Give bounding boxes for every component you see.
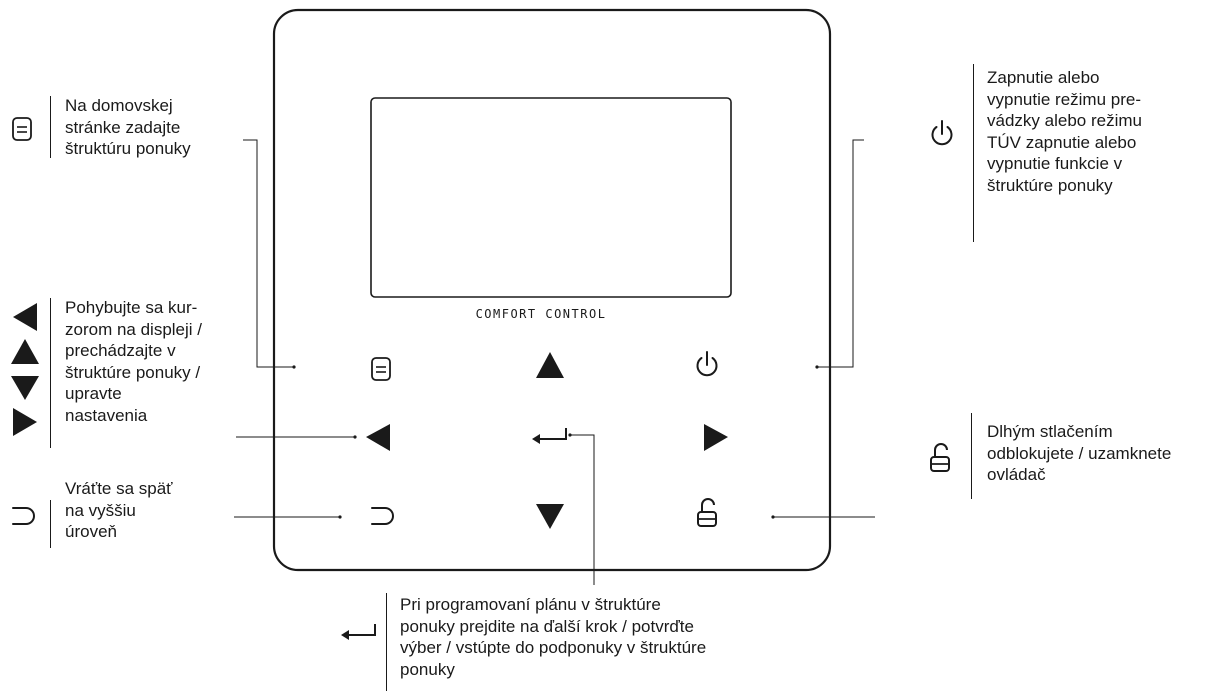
down-button[interactable] [536,504,564,529]
enter-callout: Pri programovaní plánu v štruktúre ponuk… [400,594,820,680]
callout-line: úroveň [65,522,117,541]
callout-line: Na domovskej [65,96,173,115]
callout-line: vádzky alebo režimu [987,111,1142,130]
callout-line: prechádzajte v [65,341,176,360]
unlock-icon [697,498,717,527]
left-arrow-icon [366,424,390,451]
power-callout-bar [973,64,974,242]
arrows-callout-bar [50,298,51,448]
unlock-icon [930,443,950,472]
callout-line: ponuky prejdite na ďalší krok / potvrďte [400,616,694,636]
enter-icon [341,624,376,640]
controller-body [272,8,832,572]
callout-line: na vyššiu [65,500,136,520]
left-button[interactable] [366,424,390,451]
lcd-display [370,97,732,298]
back-button[interactable] [371,507,394,525]
down-arrow-icon [11,376,39,400]
enter-callout-bar [386,593,387,691]
menu-icon [12,117,32,141]
callout-line: zorom na displeji / [65,319,203,339]
back-icon [12,507,35,525]
callout-line: ovládač [987,465,1046,484]
callout-line: vypnutie režimu pre- [987,89,1142,109]
right-arrow-icon [13,408,37,436]
callout-line: ponuky [400,659,455,679]
back-callout-bar [50,500,51,548]
up-arrow-icon [536,352,564,378]
menu-button[interactable] [371,357,391,381]
unlock-callout: Dlhým stlačením odblokujete / uzamknete … [987,421,1217,486]
right-arrow-icon [704,424,728,451]
up-button[interactable] [536,352,564,378]
callout-line: TÚV zapnutie alebo [987,132,1137,152]
brand-label: COMFORT CONTROL [476,307,607,321]
down-arrow-icon [536,504,564,529]
callout-line: Zapnutie alebo [987,68,1100,87]
callout-line: výber / vstúpte do podponuky v štruktúre [400,638,707,657]
callout-line: Vráťte sa späť [65,479,173,498]
power-callout: Zapnutie alebo vypnutie režimu pre- vádz… [987,67,1217,196]
callout-line: nastavenia [65,405,148,425]
back-icon [371,507,394,525]
unlock-button[interactable] [697,498,717,527]
power-button[interactable] [696,351,718,377]
menu-callout: Na domovskej stránke zadajte štruktúru p… [65,95,255,160]
power-icon [696,351,718,377]
callout-line: Dlhým stlačením [987,422,1113,441]
enter-icon [532,428,567,444]
unlock-callout-bar [971,413,972,499]
right-button[interactable] [704,424,728,451]
callout-line: upravte [65,384,122,403]
callout-line: štruktúru ponuky [65,139,191,158]
callout-line: štruktúre ponuky [987,175,1113,195]
arrows-callout: Pohybujte sa kur- zorom na displeji / pr… [65,297,255,426]
leader-dots [292,365,819,519]
callout-line: stránke zadajte [65,117,181,137]
power-icon [931,120,953,146]
callout-line: Pri programovaní plánu v štruktúre [400,595,661,614]
menu-icon [371,357,391,381]
callout-line: vypnutie funkcie v [987,154,1123,173]
menu-callout-bar [50,96,51,158]
callout-line: Pohybujte sa kur- [65,298,198,317]
leader-lines [234,139,875,585]
callout-line: odblokujete / uzamknete [987,443,1172,463]
callout-line: štruktúre ponuky / [65,362,201,382]
up-arrow-icon [11,339,39,364]
enter-button[interactable] [532,428,567,444]
back-callout: Vráťte sa späť na vyššiu úroveň [65,478,255,543]
left-arrow-icon [13,303,37,331]
